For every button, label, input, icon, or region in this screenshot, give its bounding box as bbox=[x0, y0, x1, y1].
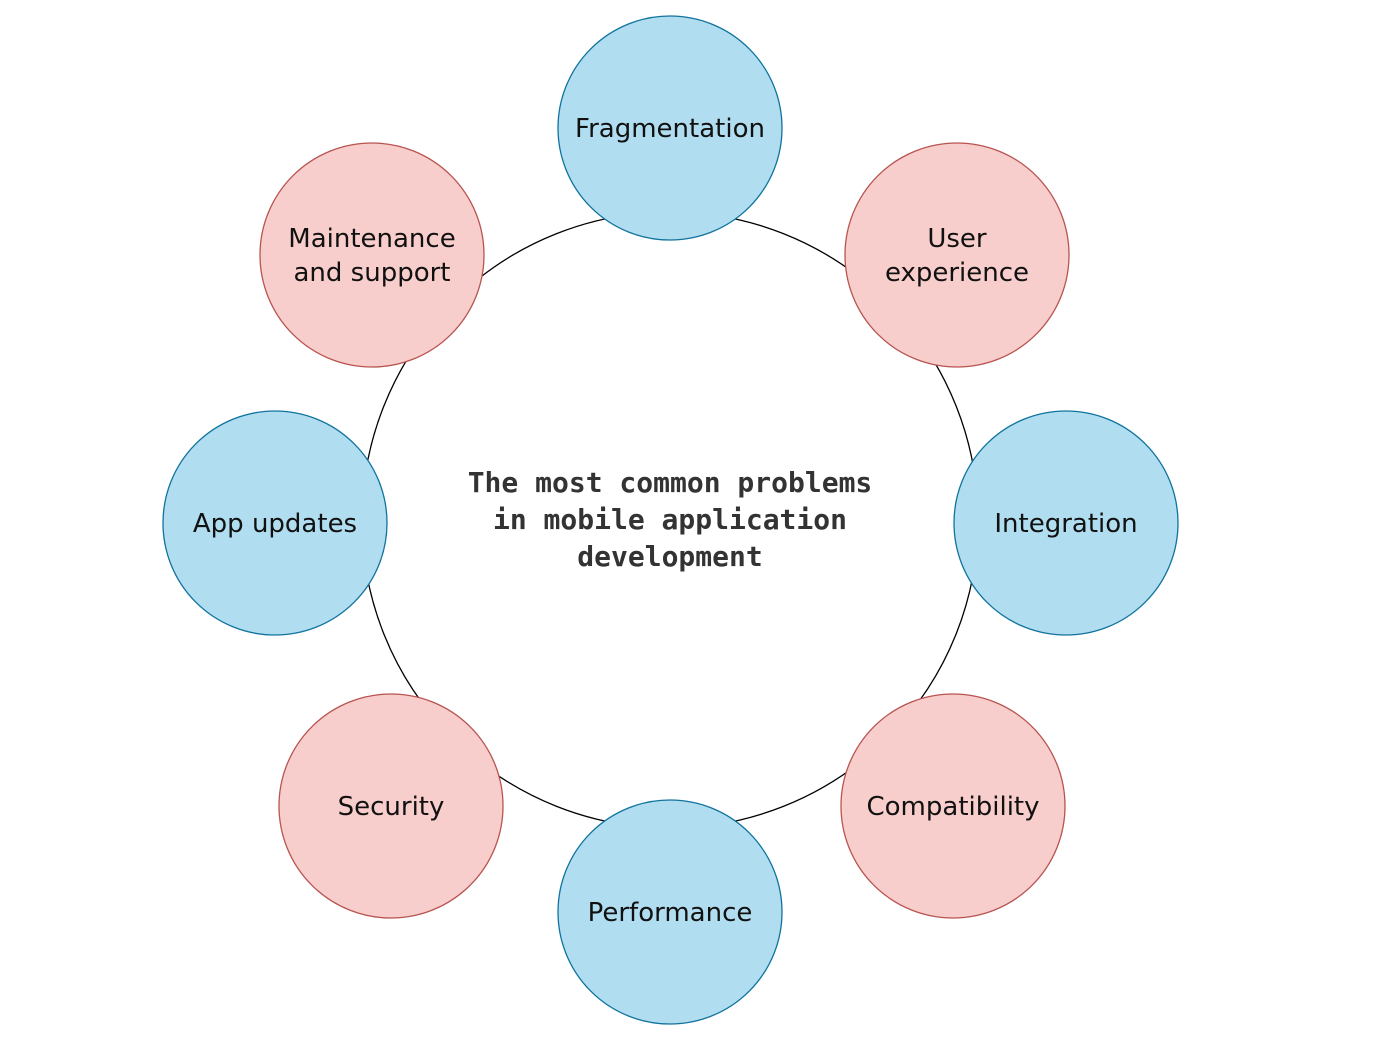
node-circle-fragmentation bbox=[557, 15, 783, 241]
node-label-integration: Integration bbox=[994, 509, 1137, 539]
node-app-updates: App updates bbox=[162, 410, 388, 636]
node-circle-integration bbox=[953, 410, 1179, 636]
node-circle-compatibility bbox=[840, 693, 1066, 919]
diagram-title: The most common problems in mobile appli… bbox=[468, 466, 873, 573]
node-label-user-experience-line-1: User bbox=[927, 224, 987, 254]
node-circle-user-experience bbox=[844, 142, 1070, 368]
node-label-user-experience-line-2: experience bbox=[885, 258, 1029, 288]
node-circle-app-updates bbox=[162, 410, 388, 636]
node-label-app-updates: App updates bbox=[193, 509, 357, 539]
node-performance: Performance bbox=[557, 799, 783, 1025]
diagram-title-line-3: development bbox=[577, 540, 762, 573]
diagram-title-line-1: The most common problems bbox=[468, 466, 873, 499]
node-maintenance-and-support: Maintenance and support bbox=[259, 142, 485, 368]
node-compatibility: Compatibility bbox=[840, 693, 1066, 919]
node-security: Security bbox=[278, 693, 504, 919]
node-circle-security bbox=[278, 693, 504, 919]
node-label-performance: Performance bbox=[588, 898, 753, 928]
diagram-title-line-2: in mobile application bbox=[493, 503, 847, 536]
node-user-experience: User experience bbox=[844, 142, 1070, 368]
node-label-maintenance-and-support-line-1: Maintenance bbox=[288, 224, 455, 254]
node-circle-performance bbox=[557, 799, 783, 1025]
node-label-compatibility: Compatibility bbox=[867, 792, 1040, 822]
node-label-maintenance-and-support-line-2: and support bbox=[293, 258, 450, 288]
node-label-fragmentation: Fragmentation bbox=[575, 114, 765, 144]
node-circle-maintenance-and-support bbox=[259, 142, 485, 368]
node-label-security: Security bbox=[338, 792, 445, 822]
node-integration: Integration bbox=[953, 410, 1179, 636]
node-fragmentation: Fragmentation bbox=[557, 15, 783, 241]
